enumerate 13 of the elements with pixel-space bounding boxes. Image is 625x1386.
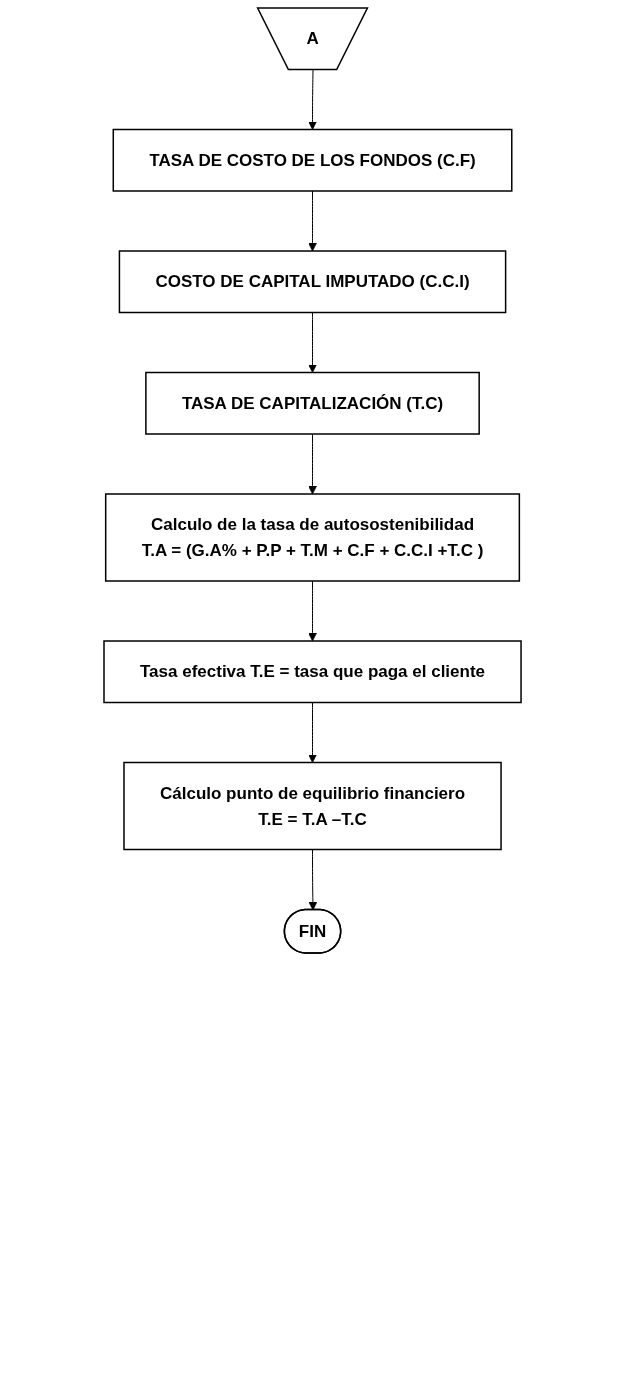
arrow: [308, 702, 317, 763]
arrow: [308, 849, 318, 911]
node-box: TASA DE CAPITALIZACIÓN (T.C): [145, 371, 480, 435]
arrow: [308, 312, 317, 373]
arrow: [308, 69, 317, 130]
arrow: [308, 433, 317, 495]
node-box: Cálculo punto de equilibrio financiero T.E = T.A –T.C: [123, 761, 502, 851]
arrow: [308, 190, 317, 252]
node-box: Tasa efectiva T.E = tasa que paga el cliente: [103, 640, 522, 704]
node-box: TASA DE COSTO DE LOS FONDOS (C.F): [112, 128, 513, 192]
node-box: COSTO DE CAPITAL IMPUTADO (C.C.I): [118, 250, 507, 314]
node-box: Calculo de la tasa de autosostenibilidad T.A = (G.A% + P.P + T.M + C.F + C.C.I +T.C ): [104, 493, 521, 582]
arrow: [308, 580, 317, 642]
